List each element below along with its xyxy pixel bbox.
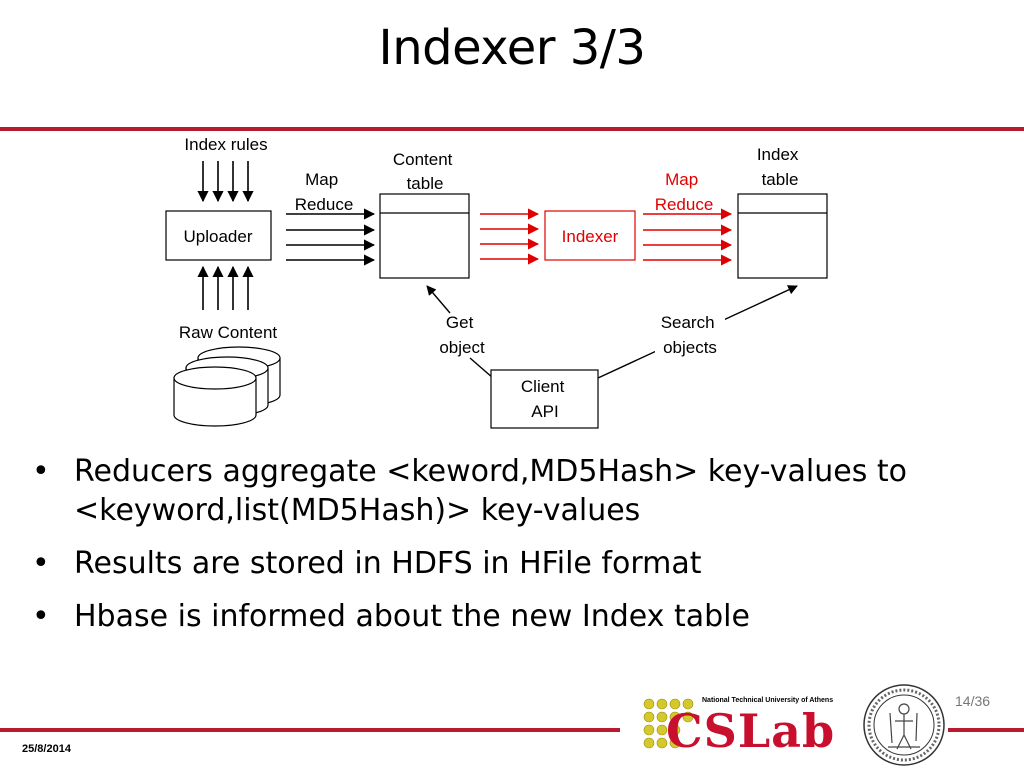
cslab-logo: National Technical University of Athens … <box>640 690 855 760</box>
bottom-divider-left <box>0 728 620 732</box>
database-icon <box>173 346 281 427</box>
uploader-label: Uploader <box>184 227 253 246</box>
search-objects-label: Search objects <box>661 313 720 357</box>
map-reduce-2-label: Map Reduce <box>655 170 714 214</box>
client-api-label: Client API <box>521 377 569 421</box>
indexer-to-index-arrows <box>643 208 733 266</box>
bullet-item: • Reducers aggregate <keword,MD5Hash> key… <box>30 452 990 530</box>
index-table-box <box>737 193 828 279</box>
content-table-box <box>379 193 470 279</box>
raw-content-arrows <box>197 265 254 310</box>
bullet-list: • Reducers aggregate <keword,MD5Hash> key… <box>30 452 990 650</box>
bullet-item: • Hbase is informed about the new Index t… <box>30 597 990 636</box>
uploader-box <box>165 210 272 261</box>
indexer-label: Indexer <box>562 227 619 246</box>
page-number: 14/36 <box>955 693 991 709</box>
uploader-to-content-arrows <box>286 208 376 266</box>
get-object-label: Get object <box>439 313 485 357</box>
bullet-marker: • <box>32 599 50 634</box>
bullet-marker: • <box>32 546 50 581</box>
raw-content-label: Raw Content <box>179 323 278 342</box>
slide-date: 25/8/2014 <box>22 743 71 755</box>
client-api-connector <box>469 357 494 379</box>
university-seal-icon <box>863 684 945 766</box>
index-table-label: Index table <box>757 145 803 189</box>
index-rules-label: Index rules <box>184 135 267 154</box>
bottom-divider-right <box>948 728 1024 732</box>
content-to-indexer-arrows <box>480 208 540 265</box>
get-object-arrow <box>426 285 451 314</box>
dot-grid-icon <box>643 698 694 749</box>
bullet-text: Reducers aggregate <keword,MD5Hash> key-… <box>74 454 907 528</box>
bullet-text: Hbase is informed about the new Index ta… <box>74 599 750 634</box>
institution-name: National Technical University of Athens <box>702 697 834 704</box>
slide-title: Indexer 3/3 <box>378 20 646 76</box>
index-rules-arrows <box>197 161 254 203</box>
indexer-box <box>544 210 636 261</box>
top-divider <box>0 127 1024 131</box>
client-api-box <box>490 369 599 429</box>
lab-name: CSLab <box>666 704 836 758</box>
bullet-marker: • <box>32 454 50 489</box>
indexer-diagram: Index rules Uploader Raw Content Map Red… <box>165 135 828 429</box>
bullet-text: Results are stored in HDFS in HFile form… <box>74 546 702 581</box>
bullet-item: • Results are stored in HDFS in HFile for… <box>30 544 990 583</box>
content-table-label: Content table <box>393 150 457 193</box>
map-reduce-1-label: Map Reduce <box>295 170 354 214</box>
